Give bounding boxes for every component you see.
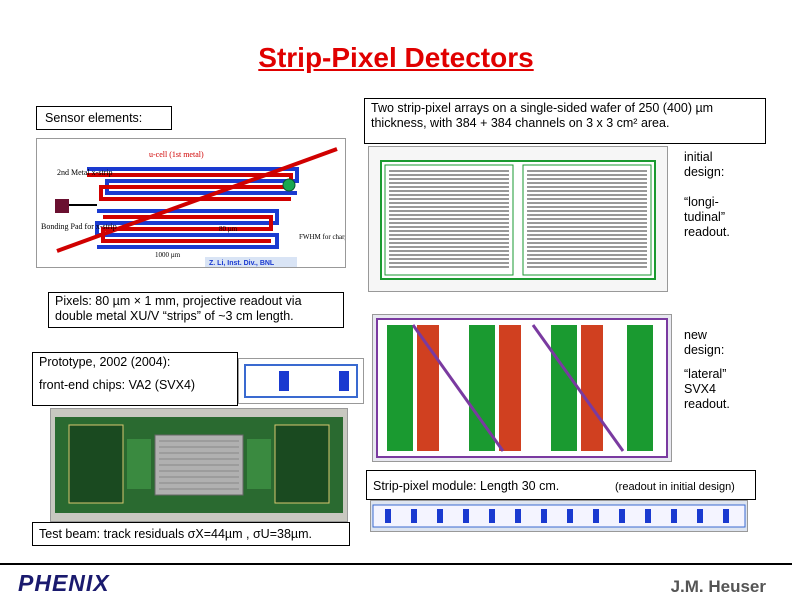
label-fwhm: FWHM for charge diffusion [299,233,345,241]
module-strip [370,500,748,532]
sensor-elements-label: Sensor elements: [36,106,172,130]
module-label: Strip-pixel module: Length 30 cm. [373,479,560,493]
label-1000um: 1000 µm [155,251,181,259]
phenix-logo: PHENIX [18,570,110,596]
sensor-diagram: 2nd Metal x-strip u-cell (1st metal) Bon… [36,138,346,268]
initial-design-figure [368,146,668,292]
new-design-label: new design: [684,328,725,357]
prototype-label: Prototype, 2002 (2004): [39,355,171,369]
label-ucell: u-cell (1st metal) [149,150,204,159]
new-design-svg [376,318,668,458]
testbeam-description: Test beam: track residuals σX=44µm , σU=… [32,522,350,546]
initial-design-label: initial design: [684,150,725,179]
label-credit: Z. Li, Inst. Div., BNL [209,260,275,267]
wafer-description: Two strip-pixel arrays on a single-sided… [364,98,766,144]
label-bonding: Bonding Pad for x-strip [41,222,117,231]
module-caption: Strip-pixel module: Length 30 cm. (reado… [366,470,756,500]
footer-divider [0,563,792,565]
new-design-figure [372,314,672,462]
frontend-chips-label: front-end chips: VA2 (SVX4) [39,378,196,392]
label-80um: 80 µm [219,225,238,233]
prototype-photo [50,408,348,522]
initial-design-svg [380,160,656,280]
pixels-description: Pixels: 80 µm × 1 mm, projective readout… [48,292,344,328]
prototype-description: Prototype, 2002 (2004): front-end chips:… [32,352,238,406]
prototype-sketch [238,358,364,404]
author-name: J.M. Heuser [670,577,766,596]
sensor-diagram-svg: 2nd Metal x-strip u-cell (1st metal) Bon… [41,147,345,267]
label-2nd-metal: 2nd Metal x-strip [57,168,113,177]
readout-note: (readout in initial design) [615,481,735,493]
lateral-readout-label: “lateral” SVX4 readout. [684,367,730,411]
longitudinal-readout-label: “longi-tudinal” readout. [684,195,730,239]
page-title: Strip-Pixel Detectors [258,42,534,73]
